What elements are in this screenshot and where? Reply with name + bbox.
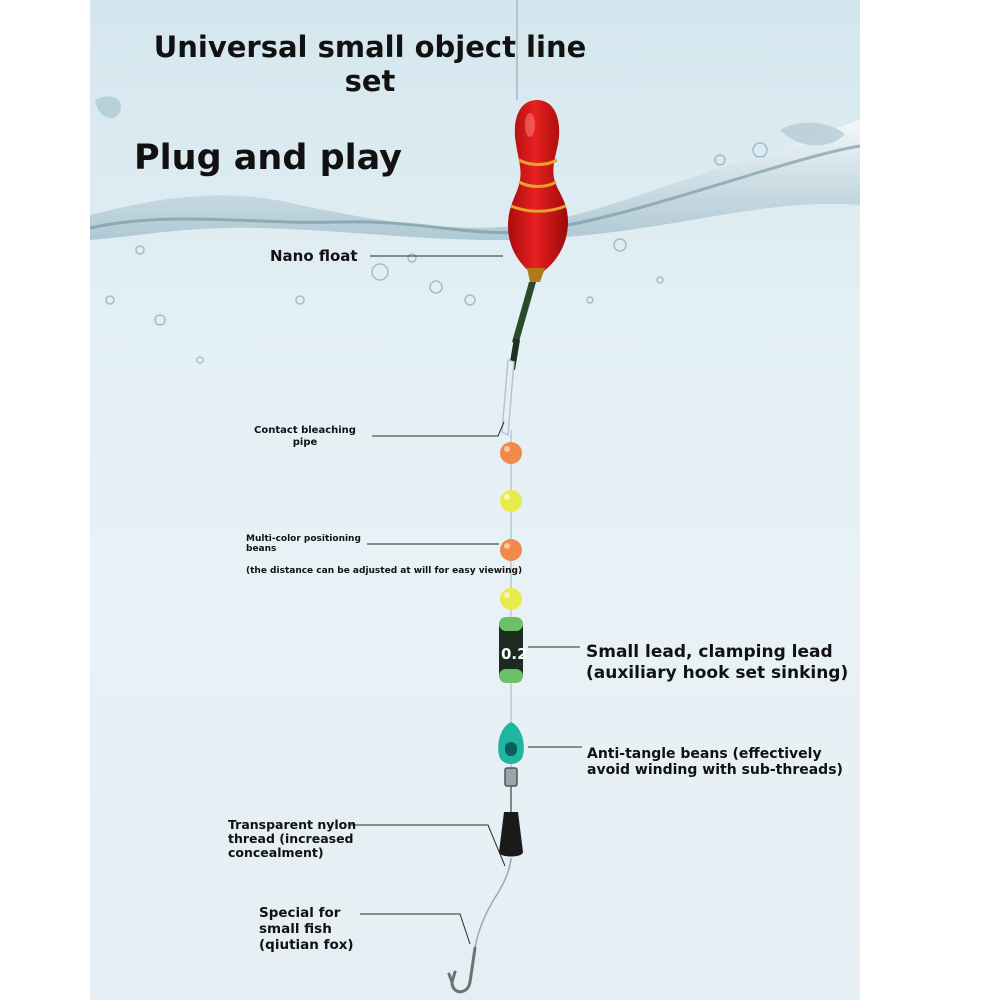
bleaching-pipe [501, 358, 515, 437]
sinker-cone [499, 812, 523, 857]
label-positioning-note: (the distance can be adjusted at will fo… [246, 566, 523, 576]
anti-tangle-bead [498, 722, 524, 812]
water-splash [89, 96, 861, 364]
nano-float [508, 100, 568, 370]
label-nylon-thread: Transparent nylon thread (increased conc… [228, 817, 357, 860]
label-anti-tangle: Anti-tangle beans (effectively avoid win… [587, 746, 843, 778]
label-nano-float: Nano float [270, 247, 358, 265]
hook-with-thread [447, 857, 512, 994]
label-bleaching-pipe: Contact bleaching pipe [254, 425, 356, 448]
clamping-lead: 0.2 [499, 617, 528, 683]
diagram-subtitle: Plug and play [134, 138, 402, 178]
label-small-lead: Small lead, clamping lead (auxiliary hoo… [586, 642, 849, 683]
leader-lines [350, 255, 582, 945]
positioning-beads [500, 442, 522, 610]
label-positioning-beans: Multi-color positioning beans [246, 534, 361, 554]
label-small-fish-hook: Special for small fish (qiutian fox) [259, 905, 354, 953]
diagram-title: Universal small object line set [153, 30, 587, 98]
lead-weight-marking: 0.2 [501, 645, 528, 663]
